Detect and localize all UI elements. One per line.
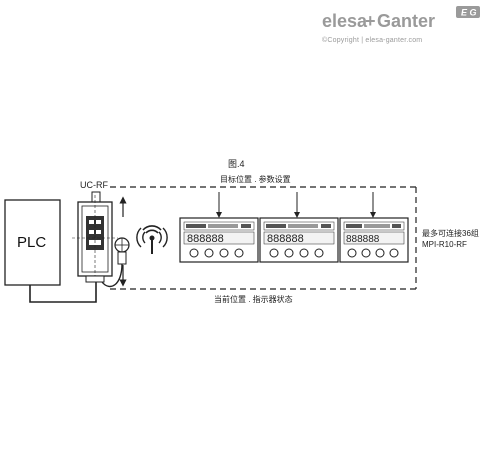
plc-box bbox=[4, 199, 61, 286]
indicator-1: 888888 bbox=[179, 192, 259, 263]
max-connection-label: 最多可连接36组 bbox=[422, 228, 479, 238]
model-label: MPI-R10-RF bbox=[422, 240, 467, 249]
plc-label: PLC bbox=[17, 234, 46, 251]
copyright-text: ©Copyright | elesa-ganter.com bbox=[322, 37, 423, 44]
svg-text:888888: 888888 bbox=[346, 234, 380, 245]
svg-text:888888: 888888 bbox=[267, 233, 304, 245]
elesa-ganter-logo: elesa + Ganter E G bbox=[322, 6, 480, 31]
logo-word-ganter: Ganter bbox=[377, 11, 435, 31]
controller-label: UC-RF bbox=[80, 180, 108, 190]
eg-badge-text: E G bbox=[461, 8, 477, 18]
logo-plus: + bbox=[365, 11, 376, 31]
antenna-icon bbox=[114, 237, 130, 265]
indicator-3: 888888 bbox=[339, 192, 409, 263]
top-bus-label: 目标位置 . 参数设置 bbox=[220, 174, 291, 184]
eg-badge-icon: E G bbox=[456, 6, 480, 18]
figure-label: 图.4 bbox=[228, 159, 245, 169]
uc-rf-controller bbox=[72, 191, 118, 283]
bottom-bus-label: 当前位置 . 指示器状态 bbox=[214, 294, 293, 304]
brand-header: elesa + Ganter E G bbox=[322, 6, 482, 52]
indicator-2: 888888 bbox=[259, 192, 339, 263]
plc-cable bbox=[29, 278, 97, 303]
wireless-signal-icon bbox=[136, 225, 168, 254]
antenna-cable bbox=[101, 263, 123, 288]
svg-text:888888: 888888 bbox=[187, 233, 224, 245]
logo-word-elesa: elesa bbox=[322, 11, 368, 31]
